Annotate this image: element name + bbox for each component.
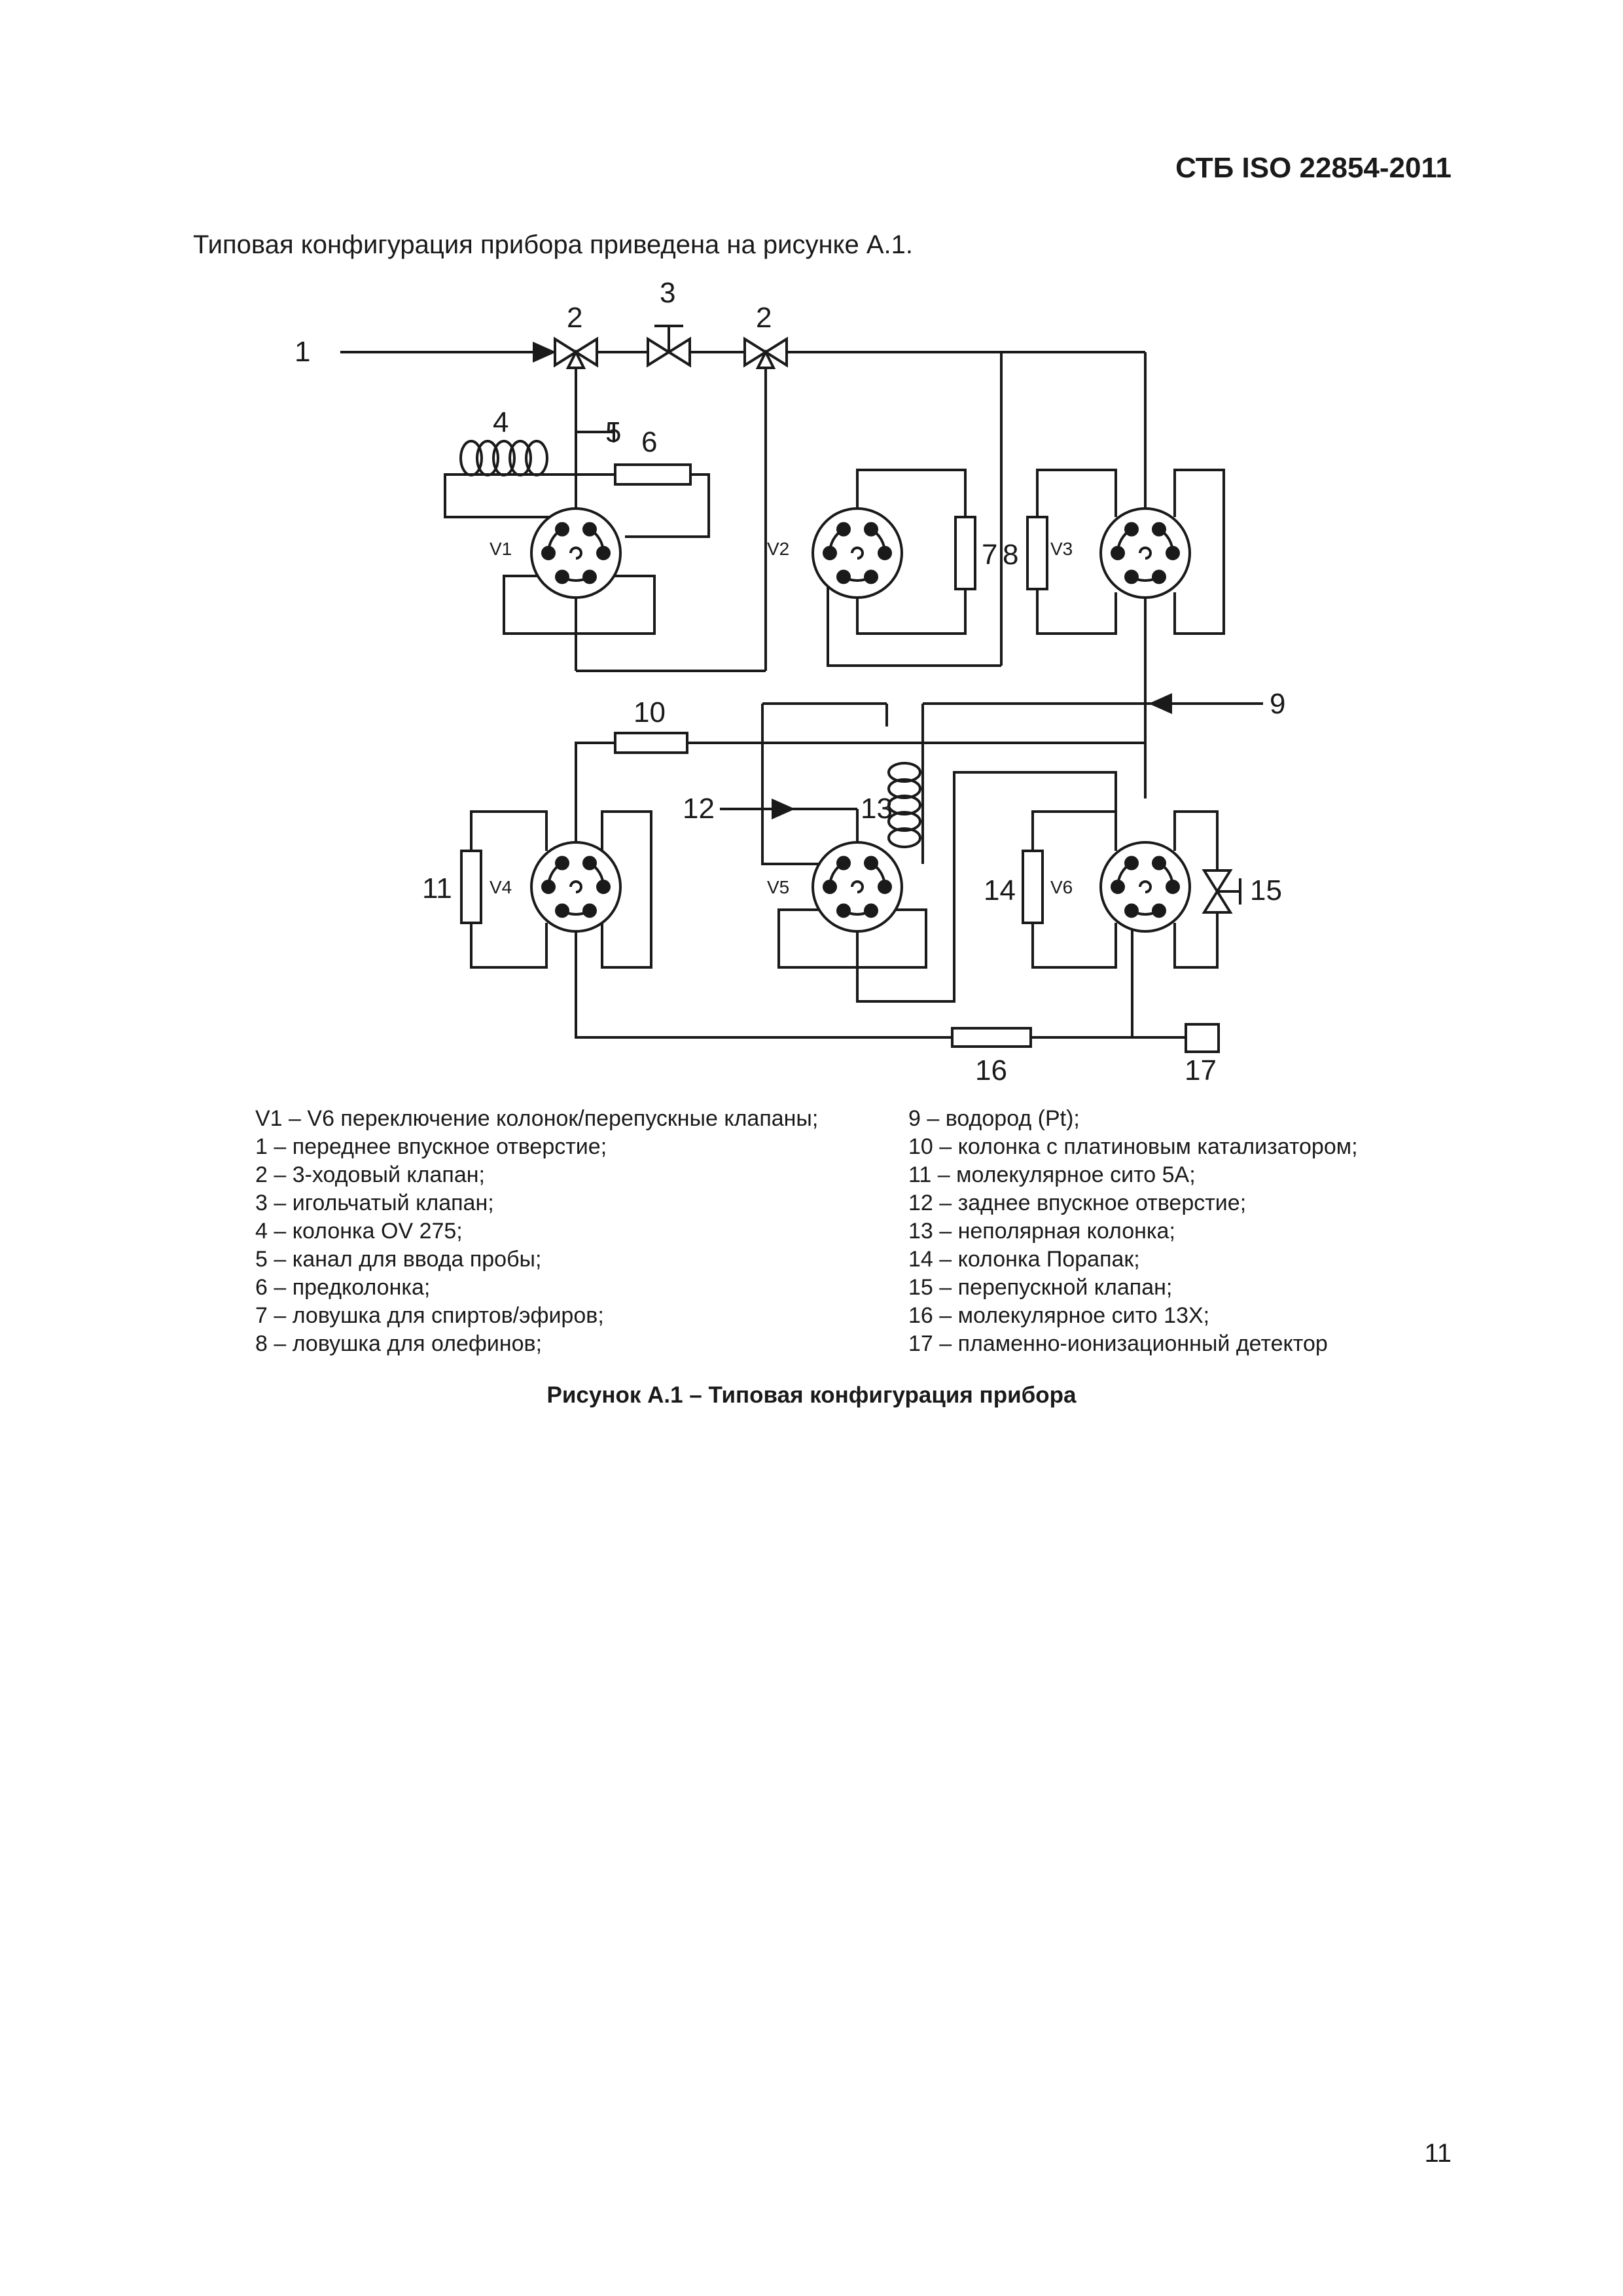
valve-label-v3: V3 — [1050, 539, 1073, 559]
legend-item: 5 – канал для ввода пробы; — [255, 1247, 542, 1272]
switching-valve-v2 — [812, 507, 903, 599]
label-11: 11 — [422, 872, 452, 905]
rotor-icon — [851, 547, 864, 560]
legend-item: 9 – водород (Pt); — [908, 1106, 1080, 1131]
rotor-icon — [851, 880, 864, 893]
valve-port — [878, 880, 892, 894]
label-17: 17 — [1185, 1054, 1217, 1086]
rotor-icon — [569, 880, 582, 893]
valve-label-v4: V4 — [490, 877, 512, 897]
valve-label-v6: V6 — [1050, 877, 1073, 897]
valve-port — [1124, 569, 1139, 584]
tubing-lines — [340, 342, 1263, 1039]
label-5: 5 — [605, 416, 621, 448]
label-13: 13 — [861, 793, 893, 825]
legend-item: 1 – переднее впускное отверстие; — [255, 1134, 607, 1159]
switching-valve-v4 — [530, 841, 622, 933]
valve-port — [878, 546, 892, 560]
valve-port — [596, 546, 611, 560]
valve-label-v2: V2 — [767, 539, 789, 559]
nonpolar-column-coil — [887, 762, 921, 848]
valve-label-v5: V5 — [767, 877, 789, 897]
legend-item: 11 – молекулярное сито 5А; — [908, 1162, 1196, 1187]
label-8: 8 — [1003, 539, 1018, 571]
legend-item: 6 – предколонка; — [255, 1275, 431, 1300]
valve-port — [1166, 880, 1180, 894]
switching-valve-v1 — [530, 507, 622, 599]
label-10: 10 — [633, 696, 666, 728]
legend-item: 3 – игольчатый клапан; — [255, 1191, 494, 1215]
legend-right-column: 9 – водород (Pt); 10 – колонка с платино… — [908, 1105, 1358, 1358]
rotor-icon — [569, 547, 582, 560]
rotor-icon — [1139, 547, 1152, 560]
rotor-icon — [1139, 880, 1152, 893]
label-2b: 2 — [756, 302, 772, 334]
alcohol-ether-trap-7 — [954, 516, 976, 590]
valve-port — [1124, 522, 1139, 537]
switching-valve-v5 — [812, 841, 903, 933]
label-16: 16 — [975, 1054, 1007, 1086]
valve-port — [555, 855, 569, 870]
platinum-catalyst-column-10 — [614, 732, 688, 754]
valve-port — [596, 880, 611, 894]
label-1: 1 — [294, 336, 310, 368]
legend-left-column: V1 – V6 переключение колонок/перепускные… — [255, 1105, 818, 1358]
switching-valve-v6 — [1099, 841, 1191, 933]
valve-label-v1: V1 — [490, 539, 512, 559]
valve-port — [836, 903, 851, 918]
valve-port — [555, 522, 569, 537]
legend-item: 13 – неполярная колонка; — [908, 1219, 1175, 1244]
legend-item: 16 – молекулярное сито 13Х; — [908, 1303, 1210, 1328]
olefin-trap-8 — [1026, 516, 1048, 590]
legend-item: 15 – перепускной клапан; — [908, 1275, 1173, 1300]
intro-paragraph: Типовая конфигурация прибора приведена н… — [193, 230, 913, 259]
valve-port — [1166, 546, 1180, 560]
fid-detector-17 — [1185, 1023, 1220, 1053]
legend-item: 14 – колонка Порапак; — [908, 1247, 1140, 1272]
label-12: 12 — [683, 793, 715, 825]
switching-valve-v3 — [1099, 507, 1191, 599]
valve-port — [836, 569, 851, 584]
valve-port — [555, 903, 569, 918]
label-15: 15 — [1250, 874, 1282, 906]
legend-item: 8 – ловушка для олефинов; — [255, 1331, 543, 1356]
porapak-column-14 — [1022, 850, 1044, 924]
figure-caption: Рисунок А.1 – Типовая конфигурация прибо… — [546, 1382, 1077, 1408]
valve-port — [836, 855, 851, 870]
document-code: СТБ ISO 22854-2011 — [1175, 152, 1452, 184]
label-4: 4 — [493, 406, 508, 439]
valve-port — [1124, 903, 1139, 918]
legend-item: 2 – 3-ходовый клапан; — [255, 1162, 485, 1187]
label-14: 14 — [984, 874, 1016, 906]
precolumn-6 — [614, 463, 692, 486]
valve-port — [1124, 855, 1139, 870]
legend-item: V1 – V6 переключение колонок/перепускные… — [255, 1106, 819, 1131]
valve-port — [836, 522, 851, 537]
page-number: 11 — [1424, 2139, 1452, 2168]
legend-item: 4 – колонка OV 275; — [255, 1219, 463, 1244]
label-9: 9 — [1270, 688, 1285, 720]
label-2a: 2 — [567, 302, 582, 334]
label-6: 6 — [641, 426, 657, 458]
label-7: 7 — [982, 539, 997, 571]
legend-item: 17 – пламенно-ионизационный детектор — [908, 1331, 1328, 1356]
ov275-column-coil — [459, 440, 548, 476]
molecular-sieve-13x-16 — [951, 1027, 1032, 1048]
label-3: 3 — [660, 277, 675, 309]
legend-item: 12 – заднее впускное отверстие; — [908, 1191, 1247, 1215]
legend-item: 7 – ловушка для спиртов/эфиров; — [255, 1303, 604, 1328]
molecular-sieve-5a-11 — [460, 850, 482, 924]
valve-port — [555, 569, 569, 584]
legend-item: 10 – колонка с платиновым катализатором; — [908, 1134, 1358, 1159]
instrument-configuration-diagram: 1 2 3 2 4 5 6 7 8 9 10 11 12 13 14 15 16… — [294, 277, 1285, 1086]
